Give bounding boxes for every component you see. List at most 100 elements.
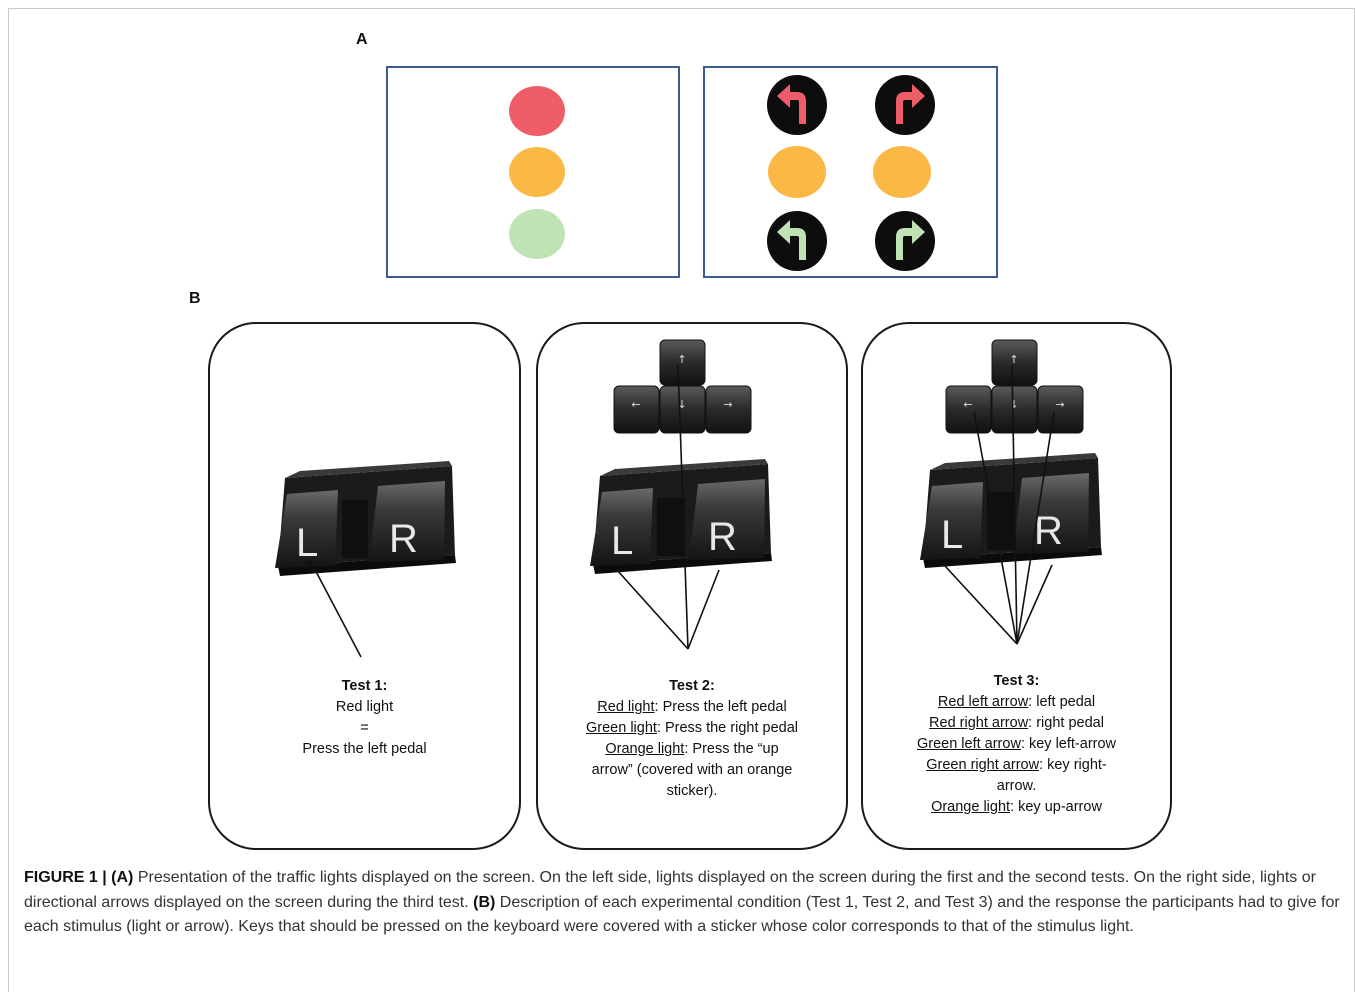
test-3-title: Test 3: bbox=[993, 673, 1040, 689]
key-glyph-left: ← bbox=[963, 398, 972, 411]
panel-b-label: B bbox=[189, 290, 201, 307]
orange-light-left bbox=[768, 146, 826, 198]
green-right-arrow-icon bbox=[875, 211, 935, 271]
pedal-label-right: R bbox=[1034, 509, 1063, 553]
test-2-rule-green: Green light: Press the right pedal bbox=[538, 718, 846, 739]
traffic-light-stack bbox=[509, 86, 565, 259]
key-left bbox=[613, 385, 660, 434]
test-1-title: Test 1: bbox=[341, 678, 388, 694]
right-pedal bbox=[1013, 473, 1089, 554]
rule-action: : key left-arrow bbox=[1020, 736, 1117, 752]
caption-b-tag: (B) bbox=[473, 893, 496, 911]
orange-light-right bbox=[873, 146, 931, 198]
key-glyph-down: ↓ bbox=[1009, 398, 1018, 411]
key-glyph-left: ← bbox=[631, 398, 640, 411]
test-3-rule-orange: Orange light: key up-arrow bbox=[863, 797, 1170, 818]
key-up bbox=[659, 339, 706, 386]
orange-light bbox=[509, 147, 565, 197]
pointer-lines bbox=[305, 364, 1055, 658]
pedal-label-right: R bbox=[389, 517, 418, 561]
test-1-text: Test 1: Red light = Press the left pedal bbox=[210, 676, 519, 760]
rule-key-orange-light: Orange light bbox=[605, 741, 685, 757]
rule-action: : key right- bbox=[1039, 757, 1107, 773]
test-1-line-3: Press the left pedal bbox=[302, 741, 427, 757]
red-light bbox=[509, 86, 565, 136]
test-3-rule-line-5: arrow. bbox=[996, 778, 1037, 794]
rule-action: : left pedal bbox=[1028, 694, 1096, 710]
pointer-arrowhead bbox=[305, 560, 312, 570]
rule-key-green-left-arrow: Green left arrow bbox=[916, 736, 1021, 752]
pointer-line bbox=[944, 565, 1018, 645]
key-glyph-up: ↑ bbox=[1009, 353, 1018, 366]
rule-action: : Press the left pedal bbox=[654, 699, 787, 715]
pointer-line bbox=[687, 569, 720, 650]
key-down bbox=[991, 385, 1038, 434]
test-2-rule-line-4: arrow” (covered with an orange bbox=[591, 762, 793, 778]
key-down bbox=[659, 385, 706, 434]
rule-action: : right pedal bbox=[1028, 715, 1104, 731]
rule-key-orange-light: Orange light bbox=[931, 799, 1011, 815]
caption-a-tag: (A) bbox=[111, 869, 134, 886]
test-1-line-2: = bbox=[360, 720, 369, 736]
test-3-rule-red-right: Red right arrow: right pedal bbox=[863, 713, 1170, 734]
red-left-arrow-icon bbox=[767, 75, 827, 135]
pointer-line bbox=[310, 561, 362, 658]
red-right-arrow-icon bbox=[875, 75, 935, 135]
key-right bbox=[705, 385, 752, 434]
key-glyph-down: ↓ bbox=[677, 398, 686, 411]
key-up bbox=[991, 339, 1038, 386]
rule-action: : key up-arrow bbox=[1010, 799, 1102, 815]
traffic-light-box-right bbox=[703, 66, 998, 278]
right-pedal bbox=[689, 479, 765, 560]
arrow-keys-test-2 bbox=[613, 339, 752, 434]
key-glyph-up: ↑ bbox=[677, 353, 686, 366]
figure-label: FIGURE 1 | bbox=[24, 869, 112, 886]
left-pedal bbox=[275, 490, 338, 568]
right-pedal bbox=[369, 481, 445, 562]
pointer-line bbox=[677, 364, 689, 650]
key-right bbox=[1037, 385, 1084, 434]
key-glyph-right: → bbox=[723, 398, 732, 411]
rule-key-green-light: Green light bbox=[586, 720, 657, 736]
test-3-rule-green-right: Green right arrow: key right- bbox=[863, 755, 1170, 776]
test-1-card: Test 1: Red light = Press the left pedal bbox=[208, 322, 521, 850]
test-2-text: Test 2: Red light: Press the left pedal … bbox=[538, 676, 846, 802]
arrow-keys-test-3 bbox=[945, 339, 1084, 434]
pointer-line bbox=[973, 411, 1018, 645]
caption-b-text: Description of each experimental conditi… bbox=[24, 893, 1340, 936]
test-2-rule-line-5: sticker). bbox=[666, 783, 718, 799]
rule-key-red-light: Red light bbox=[597, 699, 655, 715]
test-2-rule-orange: Orange light: Press the “up bbox=[538, 739, 846, 760]
test-3-rule-red-left: Red left arrow: left pedal bbox=[863, 692, 1170, 713]
pedal-label-left: L bbox=[611, 519, 633, 563]
pointer-line bbox=[616, 569, 689, 650]
rule-key-red-left-arrow: Red left arrow bbox=[937, 694, 1029, 710]
test-2-title: Test 2: bbox=[669, 678, 715, 694]
pedal-label-right: R bbox=[708, 515, 737, 559]
green-light bbox=[509, 209, 565, 259]
pedal-unit-test-2 bbox=[590, 459, 772, 574]
arrow-light-grid bbox=[767, 75, 935, 271]
pointer-line bbox=[1016, 564, 1053, 645]
caption-a-text: Presentation of the traffic lights displ… bbox=[24, 869, 1316, 911]
green-left-arrow-icon bbox=[767, 211, 827, 271]
left-pedal bbox=[590, 488, 653, 566]
left-pedal bbox=[920, 482, 983, 560]
panel-a-label: A bbox=[356, 31, 368, 48]
test-2-rule-red: Red light: Press the left pedal bbox=[538, 697, 846, 718]
rule-action: : Press the “up bbox=[684, 741, 779, 757]
test-1-line-1: Red light bbox=[335, 699, 394, 715]
pedal-label-left: L bbox=[296, 521, 318, 565]
test-3-rule-green-left: Green left arrow: key left-arrow bbox=[863, 734, 1170, 755]
pointer-line bbox=[1016, 411, 1055, 645]
pedal-unit-test-3 bbox=[920, 453, 1102, 568]
key-glyph-right: → bbox=[1055, 398, 1064, 411]
rule-key-green-right-arrow: Green right arrow bbox=[926, 757, 1040, 773]
rule-key-red-right-arrow: Red right arrow bbox=[929, 715, 1029, 731]
key-left bbox=[945, 385, 992, 434]
test-3-text: Test 3: Red left arrow: left pedal Red r… bbox=[863, 671, 1170, 818]
pedal-label-left: L bbox=[941, 513, 963, 557]
rule-action: : Press the right pedal bbox=[656, 720, 798, 736]
figure-graphics: L R L R L R ↑ ← ↓ → ↑ ← ↓ → bbox=[275, 75, 1102, 658]
pedal-unit-test-1 bbox=[275, 461, 456, 576]
